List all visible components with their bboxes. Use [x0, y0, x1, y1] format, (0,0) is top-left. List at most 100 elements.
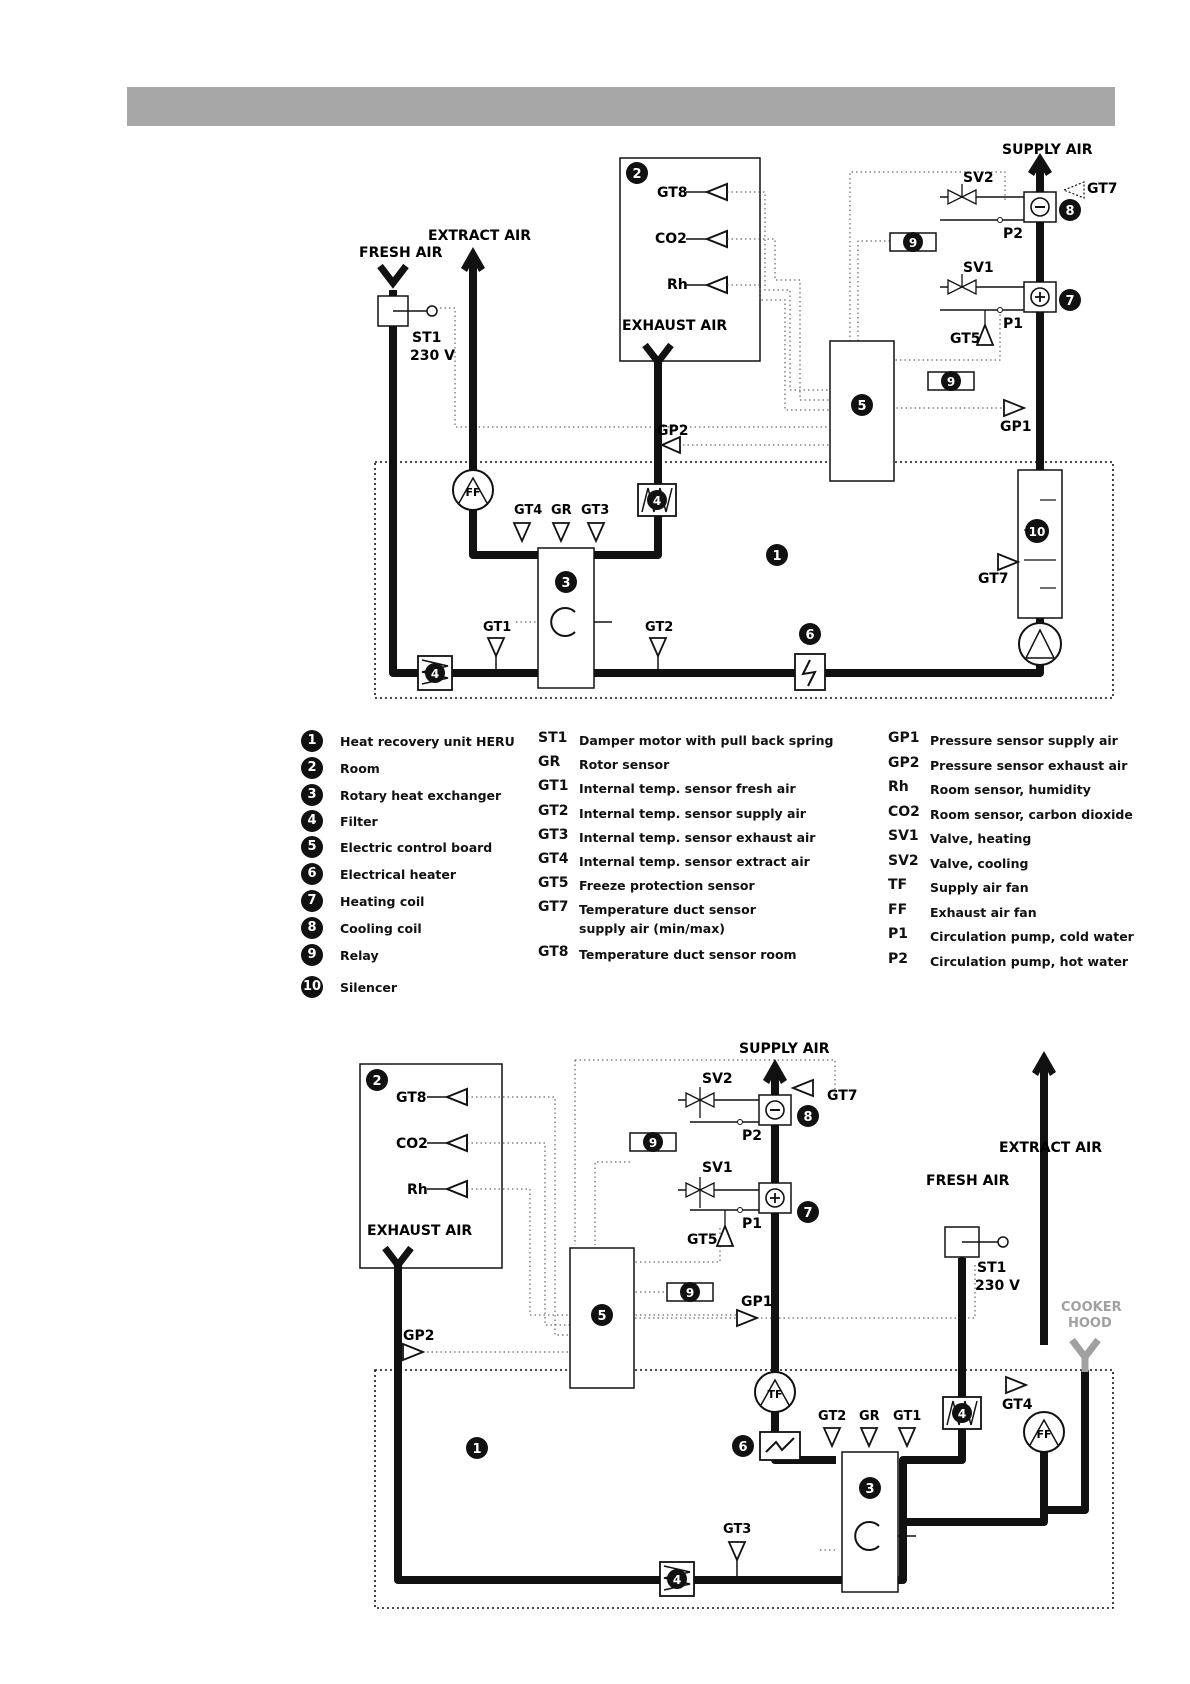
svg-text:GT7: GT7 [827, 1088, 858, 1104]
legend-marker: 2 [301, 757, 323, 779]
st1-label: ST1 [412, 330, 441, 346]
legend-code: GP1 [888, 730, 920, 746]
legend-code: CO2 [888, 803, 920, 820]
p2-label: P2 [1003, 226, 1023, 242]
gp1-sensor-icon [1003, 398, 1027, 418]
svg-text:9: 9 [686, 1286, 694, 1300]
marker-9a: 9 [903, 232, 923, 252]
svg-text:9: 9 [947, 375, 955, 389]
marker-4b: 4 [952, 1403, 972, 1423]
legend-marker: 7 [301, 890, 323, 912]
svg-text:8: 8 [803, 1110, 812, 1125]
legend-marker: 10 [301, 976, 323, 998]
legend-code: P1 [888, 926, 909, 942]
legend-code-description-line2: supply air (min/max) [579, 921, 725, 936]
svg-text:3: 3 [561, 576, 570, 591]
sv1-label: SV1 [963, 260, 994, 276]
svg-text:GT5: GT5 [687, 1232, 718, 1248]
legend-marker: 9 [301, 944, 323, 966]
legend-item-label: Room [340, 761, 380, 776]
supply-air-arrow [1028, 153, 1052, 176]
marker-4a: 4 [647, 490, 667, 510]
legend-code-description: Internal temp. sensor exhaust air [579, 830, 816, 845]
marker-6: 6 [732, 1435, 754, 1457]
legend-code-description: Pressure sensor exhaust air [930, 757, 1128, 773]
legend-code-description: Damper motor with pull back spring [579, 733, 834, 748]
svg-text:8: 8 [1065, 204, 1074, 219]
legend-code-description: Pressure sensor supply air [930, 733, 1118, 748]
legend-code: GT3 [538, 827, 569, 843]
marker-3: 3 [555, 571, 577, 593]
legend-code: GT1 [538, 778, 569, 794]
marker-1: 1 [766, 544, 788, 566]
legend-code-description: Circulation pump, cold water [930, 929, 1134, 944]
svg-text:7: 7 [1065, 294, 1074, 309]
exhaust-air-outlet [642, 342, 674, 368]
rh-label: Rh [667, 277, 688, 293]
marker-7: 7 [1059, 289, 1081, 311]
svg-text:3: 3 [865, 1482, 874, 1497]
svg-text:GP1: GP1 [741, 1294, 773, 1310]
svg-text:CO2: CO2 [396, 1136, 428, 1152]
marker-7: 7 [797, 1201, 819, 1223]
exhaust-air-label: EXHAUST AIR [622, 318, 727, 334]
marker-5: 5 [851, 394, 873, 416]
cooker-hood-label: COOKER [1061, 1300, 1122, 1315]
svg-text:9: 9 [649, 1136, 657, 1150]
legend-code: ST1 [538, 730, 568, 746]
svg-text:SV2: SV2 [702, 1071, 733, 1087]
svg-text:2: 2 [372, 1074, 381, 1089]
legend-code: FF [888, 901, 908, 918]
legend-code: TF [888, 877, 908, 893]
svg-text:EXHAUST AIR: EXHAUST AIR [367, 1223, 472, 1239]
svg-text:GR: GR [859, 1409, 880, 1424]
legend-code-description: Internal temp. sensor fresh air [579, 781, 796, 796]
header-bar [127, 87, 1115, 126]
legend-item-label: Cooling coil [340, 921, 422, 936]
svg-text:GP2: GP2 [403, 1328, 435, 1344]
svg-text:GT1: GT1 [893, 1409, 921, 1424]
ventilation-diagram-bottom: 2 GT8 CO2 Rh EXHAUST AIR SUPPLY AIR EXTR… [359, 1041, 1122, 1609]
svg-text:1: 1 [472, 1442, 481, 1457]
svg-text:TF: TF [767, 1388, 782, 1401]
svg-text:FRESH AIR: FRESH AIR [926, 1173, 1010, 1189]
gp1-label: GP1 [1000, 419, 1032, 435]
legend-code-description: Supply air fan [930, 880, 1029, 895]
marker-5: 5 [591, 1304, 613, 1326]
gr-label: GR [551, 503, 572, 518]
legend-code: GT8 [538, 944, 569, 960]
svg-text:FF: FF [1036, 1428, 1051, 1441]
legend-item-label: Electrical heater [340, 867, 457, 882]
svg-text:5: 5 [597, 1309, 606, 1324]
svg-text:2: 2 [632, 167, 641, 182]
svg-text:ST1: ST1 [977, 1260, 1006, 1276]
marker-10: 10 [1025, 519, 1049, 543]
gp2-sensor-icon [659, 435, 681, 455]
room-box [359, 1063, 503, 1269]
legend-code: GT4 [538, 851, 569, 867]
extract-air-arrow [461, 247, 485, 272]
cooker-hood-inlet [1069, 1337, 1101, 1363]
svg-text:GT3: GT3 [723, 1522, 751, 1537]
svg-text:6: 6 [738, 1440, 747, 1455]
legend-code-description: Temperature duct sensor room [579, 947, 797, 962]
svg-text:5: 5 [857, 399, 866, 414]
marker-8: 8 [1059, 199, 1081, 221]
legend-marker: 6 [301, 863, 323, 885]
legend-code-description: Internal temp. sensor supply air [579, 806, 806, 821]
marker-9b: 9 [941, 371, 961, 391]
gt7-label: GT7 [978, 571, 1009, 587]
marker-9b: 9 [680, 1282, 700, 1302]
marker-2: 2 [626, 162, 648, 184]
legend-code: GP2 [888, 754, 920, 771]
svg-text:SV1: SV1 [702, 1160, 733, 1176]
svg-text:9: 9 [909, 236, 917, 250]
legend-code-description: Room sensor, humidity [930, 782, 1091, 797]
svg-text:1: 1 [772, 549, 781, 564]
legend-code: SV1 [888, 828, 919, 844]
svg-text:FF: FF [465, 486, 480, 499]
legend-marker: 5 [301, 836, 323, 858]
svg-text:4: 4 [653, 494, 661, 508]
rotor-icon [550, 607, 576, 637]
legend-code-description: Valve, cooling [930, 855, 1029, 871]
